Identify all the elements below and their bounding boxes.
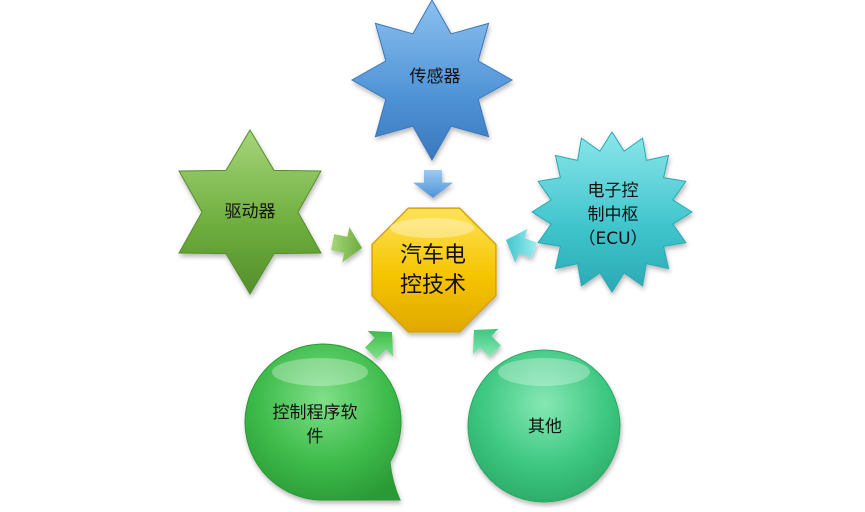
software-highlight: [272, 358, 368, 386]
arrow-sensor: [413, 170, 453, 198]
ecu-label: 电子控 制中枢 （ECU）: [578, 181, 648, 249]
other-highlight: [498, 358, 590, 386]
arrow-actuator: [331, 227, 362, 263]
arrow-ecu: [506, 228, 537, 263]
other-label: 其他: [528, 417, 562, 437]
arrow-other: [472, 328, 501, 357]
center-highlight: [390, 218, 474, 238]
ecu-starburst: [531, 131, 693, 293]
center-label: 汽车电 控技术: [399, 243, 466, 298]
software-label: 控制程序软 件: [272, 403, 358, 447]
sensor-star: [350, 0, 514, 162]
actuator-label: 驱动器: [224, 202, 276, 222]
software-teardrop: [244, 343, 402, 501]
center-octagon: [371, 207, 497, 333]
actuator-star: [178, 129, 322, 295]
arrow-software: [365, 330, 394, 359]
sensor-label: 传感器: [409, 67, 461, 87]
other-circle: [467, 349, 621, 503]
